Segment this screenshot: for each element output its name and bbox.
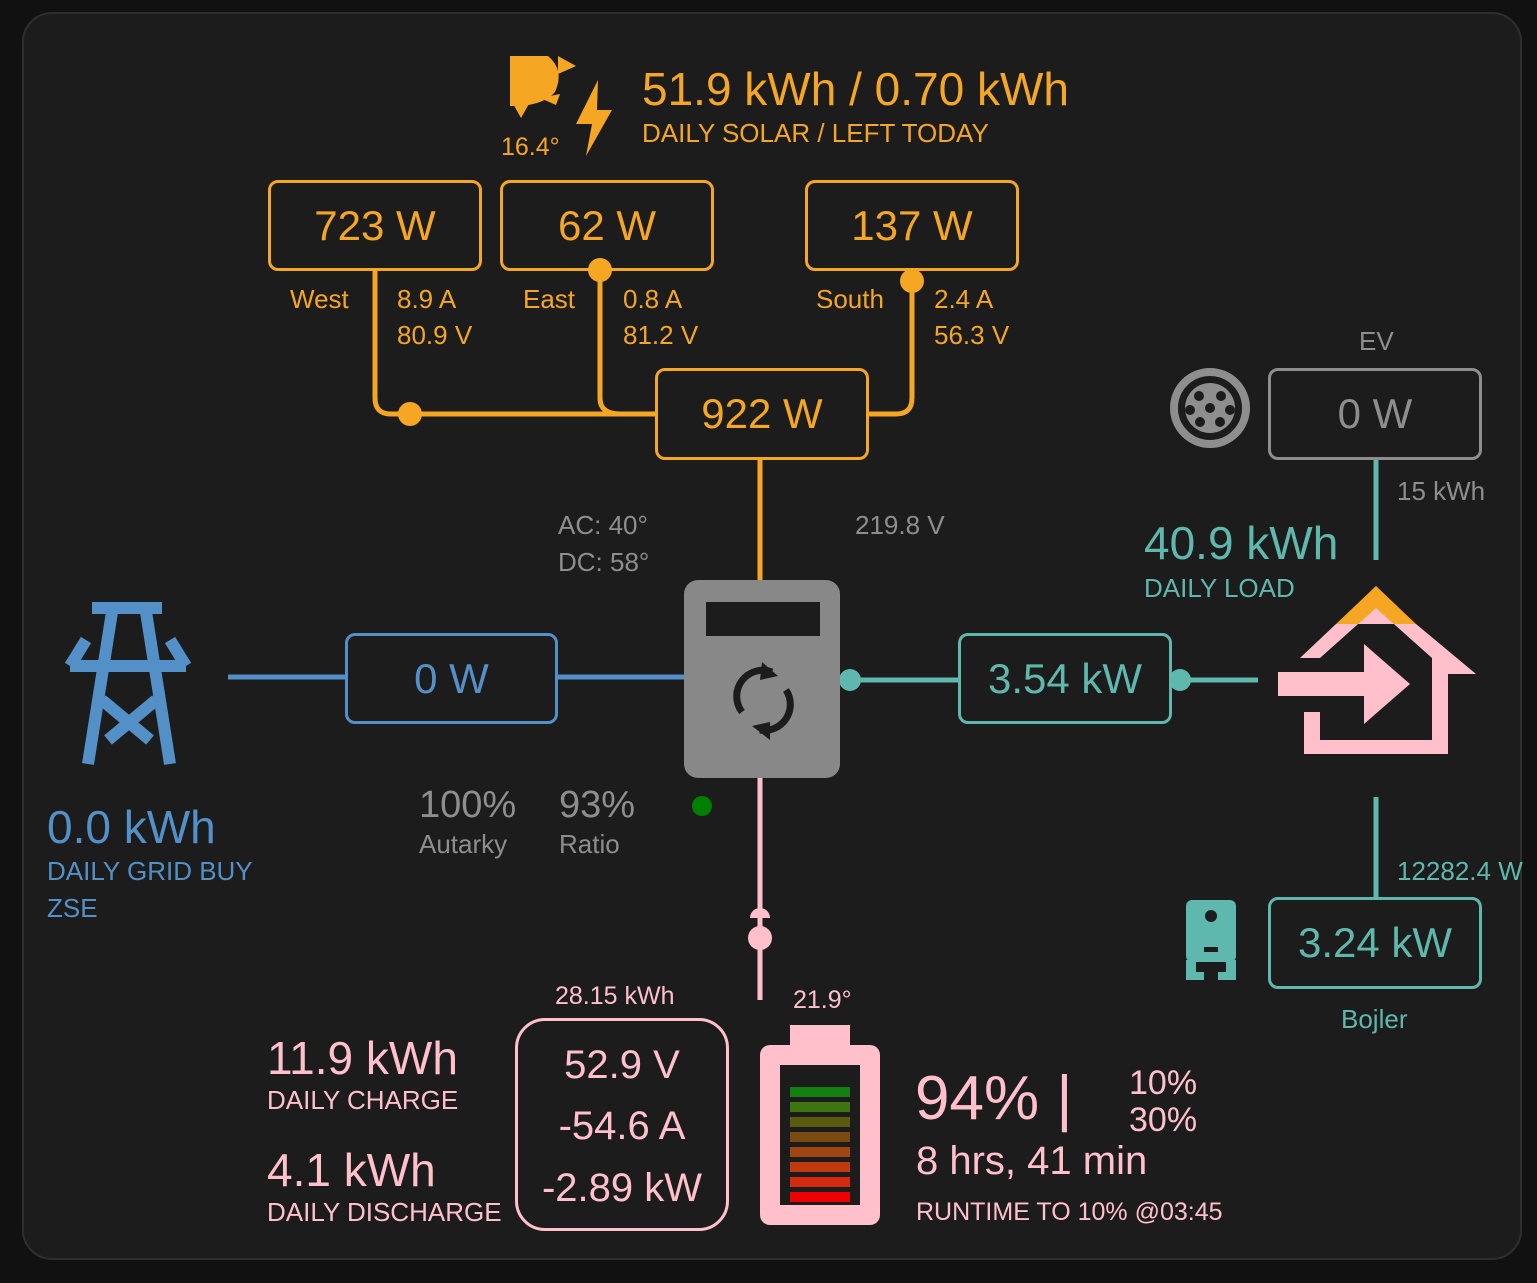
battery-level-bar [790,1117,850,1127]
inverter-icon[interactable] [684,580,840,778]
battery-level-bar [790,1162,850,1172]
pv-south-current: 2.4 A [934,284,994,314]
boiler-power-box[interactable]: 3.24 kW [1268,897,1482,989]
pv-east-name: East [523,284,576,314]
pv-west-voltage: 80.9 V [397,320,473,350]
battery-energy: 28.15 kWh [555,982,675,1010]
house-icon [1278,586,1476,754]
inverter-voltage: 219.8 V [855,510,945,540]
inverter-load-dot [839,669,861,691]
solar-temperature: 16.4° [501,133,560,161]
inverter-ac-temp: AC: 40° [558,510,648,540]
battery-level-bar [790,1192,850,1202]
inverter-status-dot [692,796,712,816]
grid-tower-icon [64,602,192,765]
daily-load-value: 40.9 kWh [1144,517,1339,569]
ev-label: EV [1359,326,1394,356]
daily-discharge-label: DAILY DISCHARGE [267,1197,502,1227]
daily-grid-buy-value: 0.0 kWh [47,801,216,853]
battery-runtime-label: RUNTIME TO 10% @03:45 [916,1198,1223,1226]
boiler-energy: 12282.4 W [1397,856,1523,886]
load-dot [1169,669,1191,691]
battery-level-bar [790,1132,850,1142]
ev-charger-icon [1170,368,1250,448]
battery-level-bar [790,1177,850,1187]
pv-west-box[interactable]: 723 W [268,180,482,271]
daily-discharge-value: 4.1 kWh [267,1144,436,1196]
daily-load-label: DAILY LOAD [1144,573,1295,603]
solar-total-box[interactable]: 922 W [655,368,869,460]
boiler-label: Bojler [1341,1004,1408,1034]
sun-icon [510,56,576,118]
daily-charge-label: DAILY CHARGE [267,1085,459,1115]
ev-energy: 15 kWh [1397,476,1486,506]
inverter-dc-temp: DC: 58° [558,547,650,577]
load-power-box[interactable]: 3.54 kW [958,633,1172,724]
pv-south-name: South [816,284,884,314]
south-dot [900,269,924,293]
pv-east-current: 0.8 A [623,284,683,314]
daily-solar-label: DAILY SOLAR / LEFT TODAY [642,118,989,148]
battery-soc: 94% | [915,1064,1073,1133]
pv-east-voltage: 81.2 V [623,320,699,350]
ratio-value: 93% [559,784,636,826]
battery-power: -2.89 kW [541,1166,703,1210]
pv-east-box[interactable]: 62 W [500,180,714,271]
ev-power-box[interactable]: 0 W [1268,368,1482,460]
autarky-value: 100% [419,784,517,826]
battery-level-bar [790,1102,850,1112]
daily-charge-value: 11.9 kWh [267,1032,458,1084]
pv-south-voltage: 56.3 V [934,320,1010,350]
pv-west-current: 8.9 A [397,284,457,314]
ratio-label: Ratio [559,829,620,859]
autarky-label: Autarky [419,829,508,859]
daily-grid-buy-label: DAILY GRID BUY [47,856,253,886]
battery-temperature: 21.9° [793,986,852,1014]
solar-lines [372,270,915,580]
battery-reserve-soc: 30% [1129,1101,1198,1139]
battery-stats-box[interactable]: 52.9 V -54.6 A -2.89 kW [515,1018,729,1231]
battery-level-bar [790,1087,850,1097]
pv-south-box[interactable]: 137 W [805,180,1019,271]
daily-solar-value: 51.9 kWh / 0.70 kWh [642,63,1069,115]
battery-runtime: 8 hrs, 41 min [916,1139,1148,1183]
west-junction-dot [398,402,422,426]
battery-level-bar [790,1147,850,1157]
boiler-icon [1186,900,1236,980]
grid-provider: ZSE [47,893,98,923]
battery-current: -54.6 A [558,1104,686,1148]
grid-power-box[interactable]: 0 W [345,633,558,724]
battery-shutdown-soc: 10% [1129,1064,1198,1102]
lightning-icon [576,80,612,156]
battery-line [748,778,772,1000]
battery-icon [760,1025,880,1225]
pv-west-name: West [290,284,349,314]
battery-voltage: 52.9 V [564,1043,680,1087]
